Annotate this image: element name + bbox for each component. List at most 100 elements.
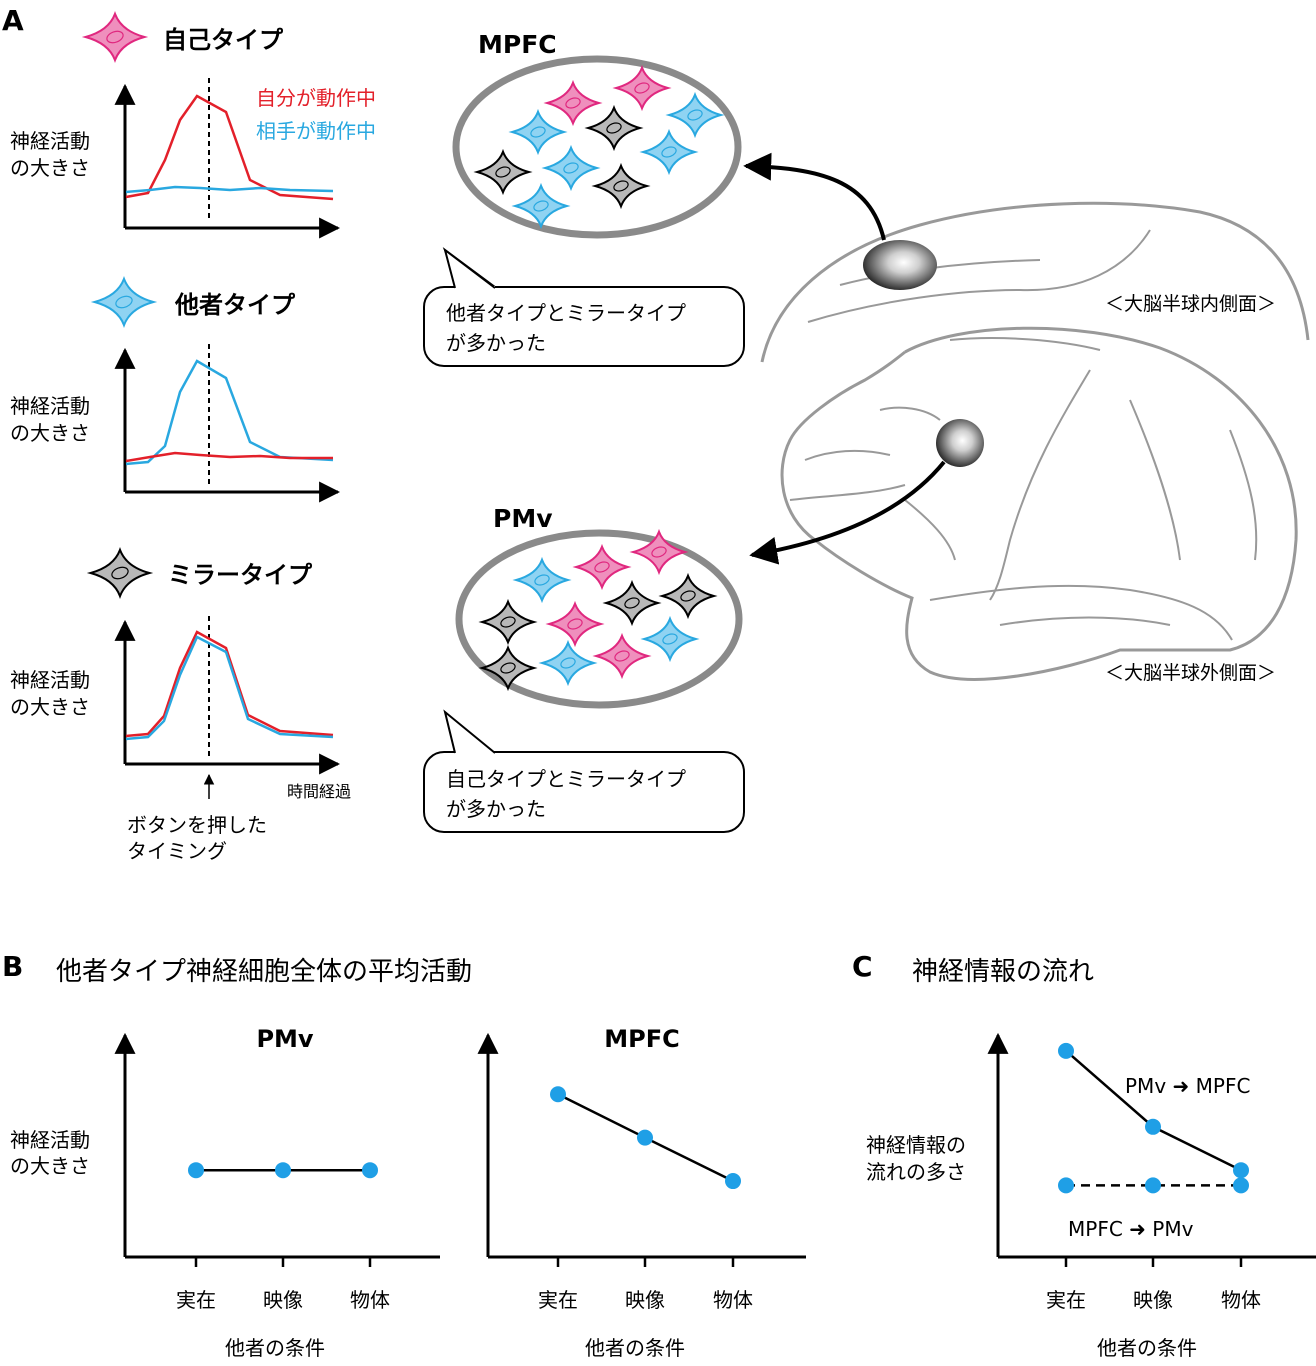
cell-icons bbox=[81, 11, 725, 692]
other-type-icon bbox=[90, 276, 158, 328]
mpfc-cell-other-icon bbox=[541, 144, 601, 192]
bubble-mpfc: 他者タイプとミラータイプ が多かった bbox=[423, 247, 745, 367]
axes-self bbox=[114, 83, 341, 239]
mpfc-blob bbox=[863, 240, 937, 290]
data-point bbox=[637, 1129, 653, 1146]
data-point bbox=[1145, 1177, 1161, 1194]
pmv-cell-mirror-icon bbox=[658, 572, 718, 620]
data-point bbox=[1233, 1177, 1249, 1194]
mpfc-cell-other-icon bbox=[639, 128, 699, 176]
data-point bbox=[1145, 1118, 1161, 1135]
panel-c-xlabel: 他者の条件 bbox=[1097, 1336, 1197, 1360]
axes-other bbox=[114, 347, 341, 503]
activity-curves bbox=[125, 94, 334, 741]
series-line bbox=[1065, 1049, 1242, 1172]
panel-b-title: 他者タイプ神経細胞全体の平均活動 bbox=[56, 957, 472, 987]
curve-mirror-red bbox=[125, 630, 334, 738]
pmv-cell-other-icon bbox=[512, 556, 572, 604]
brain-medial-outline bbox=[760, 201, 1310, 363]
svg-text:神経活動: 神経活動 bbox=[10, 394, 90, 418]
pmv-blob bbox=[936, 419, 984, 467]
panel-b-xlabel-2: 他者の条件 bbox=[585, 1336, 685, 1360]
data-point bbox=[1233, 1162, 1249, 1179]
mpfc-ellipse bbox=[452, 55, 742, 239]
curve-self-red bbox=[125, 94, 334, 201]
svg-text:タイミング: タイミング bbox=[127, 839, 227, 863]
pmv-ellipse bbox=[455, 529, 743, 709]
mpfc-cell-other-icon bbox=[511, 182, 571, 230]
x-tick-label: 実在 bbox=[1046, 1288, 1086, 1312]
panel-b-letter: B bbox=[2, 950, 23, 983]
series-label-pmv-to-mpfc: PMv ➜ MPFC bbox=[1125, 1074, 1250, 1098]
svg-text:神経活動: 神経活動 bbox=[10, 1128, 90, 1152]
x-tick-label: 実在 bbox=[538, 1288, 578, 1312]
data-point bbox=[362, 1162, 378, 1179]
arrow-to-pmv bbox=[749, 460, 946, 565]
data-point bbox=[1058, 1042, 1074, 1059]
chart-3: 実在 映像 物体 PMv ➜ MPFC MPFC ➜ PMv bbox=[987, 1032, 1316, 1312]
svg-text:の大きさ: の大きさ bbox=[10, 156, 90, 180]
svg-text:の大きさ: の大きさ bbox=[10, 421, 90, 445]
legend-partner-moving: 相手が動作中 bbox=[256, 119, 376, 143]
series-label-mpfc-to-pmv: MPFC ➜ PMv bbox=[1068, 1217, 1194, 1241]
brain-lateral-outline bbox=[780, 326, 1298, 681]
curve-other-red bbox=[125, 451, 333, 463]
svg-text:神経活動: 神経活動 bbox=[10, 668, 90, 692]
panel-c-letter: C bbox=[852, 950, 873, 983]
x-tick-label: 実在 bbox=[176, 1288, 216, 1312]
self-type-icon bbox=[81, 11, 149, 63]
arrow-to-mpfc bbox=[743, 152, 886, 241]
curve-self-blue bbox=[125, 185, 334, 194]
x-tick-label: 物体 bbox=[350, 1288, 390, 1312]
ylabel-self: 神経活動 の大きさ bbox=[10, 129, 90, 180]
mpfc-cell-mirror-icon bbox=[584, 104, 644, 152]
region-label-mpfc: MPFC bbox=[478, 30, 557, 59]
chart-2: MPFC実在映像物体 bbox=[477, 1025, 806, 1312]
chart-title: PMv bbox=[256, 1025, 313, 1053]
mpfc-cell-self-icon bbox=[612, 64, 672, 112]
ylabel-mirror: 神経活動 の大きさ bbox=[10, 668, 90, 719]
svg-text:神経活動: 神経活動 bbox=[10, 129, 90, 153]
svg-text:神経情報の: 神経情報の bbox=[866, 1133, 966, 1157]
pmv-cell-self-icon bbox=[545, 600, 605, 648]
bubble-pmv: 自己タイプとミラータイプ が多かった bbox=[423, 709, 745, 833]
legend-self-moving: 自分が動作中 bbox=[256, 86, 376, 110]
mirror-type-icon bbox=[86, 547, 154, 599]
svg-text:の大きさ: の大きさ bbox=[10, 1154, 90, 1178]
pmv-cell-other-icon bbox=[640, 615, 700, 663]
charts-layer: PMv実在映像物体MPFC実在映像物体実在映像物体PMv ➜ MPFCMPFC … bbox=[114, 1025, 1316, 1312]
svg-text:流れの多さ: 流れの多さ bbox=[866, 1160, 966, 1184]
chart-1: PMv 実在 映像 物体 bbox=[114, 1025, 440, 1312]
svg-text:ボタンを押した: ボタンを押した bbox=[127, 813, 267, 837]
brain-medial-label: ＜大脳半球内側面＞ bbox=[1105, 293, 1276, 315]
svg-text:他者タイプとミラータイプ: 他者タイプとミラータイプ bbox=[446, 301, 686, 325]
x-tick-label: 物体 bbox=[1221, 1288, 1261, 1312]
mpfc-cell-other-icon bbox=[665, 91, 725, 139]
svg-text:自己タイプとミラータイプ: 自己タイプとミラータイプ bbox=[446, 767, 686, 791]
curve-mirror-blue bbox=[125, 635, 334, 741]
mpfc-cell-mirror-icon bbox=[591, 162, 651, 210]
pmv-cell-self-icon bbox=[572, 543, 632, 591]
data-point bbox=[188, 1162, 204, 1179]
xlabel-time: 時間経過 bbox=[287, 782, 351, 801]
self-type-label: 自己タイプ bbox=[163, 26, 284, 54]
pmv-cell-self-icon bbox=[629, 528, 689, 576]
ylabel-other: 神経活動 の大きさ bbox=[10, 394, 90, 445]
pmv-cell-mirror-icon bbox=[478, 598, 538, 646]
x-tick-label: 映像 bbox=[263, 1288, 303, 1312]
panel-c-ylabel: 神経情報の 流れの多さ bbox=[866, 1133, 966, 1184]
mpfc-cell-mirror-icon bbox=[473, 148, 533, 196]
brain-lateral-label: ＜大脳半球外側面＞ bbox=[1105, 662, 1276, 684]
x-tick-label: 映像 bbox=[1133, 1288, 1173, 1312]
axes-mirror bbox=[114, 619, 341, 775]
pmv-cell-self-icon bbox=[592, 632, 652, 680]
panel-c-title: 神経情報の流れ bbox=[912, 957, 1094, 987]
data-point bbox=[550, 1086, 566, 1103]
panel-a-letter: A bbox=[2, 4, 24, 37]
other-type-label: 他者タイプ bbox=[174, 291, 296, 319]
svg-text:が多かった: が多かった bbox=[446, 797, 546, 821]
panel-b-ylabel: 神経活動 の大きさ bbox=[10, 1128, 90, 1178]
data-point bbox=[275, 1162, 291, 1179]
